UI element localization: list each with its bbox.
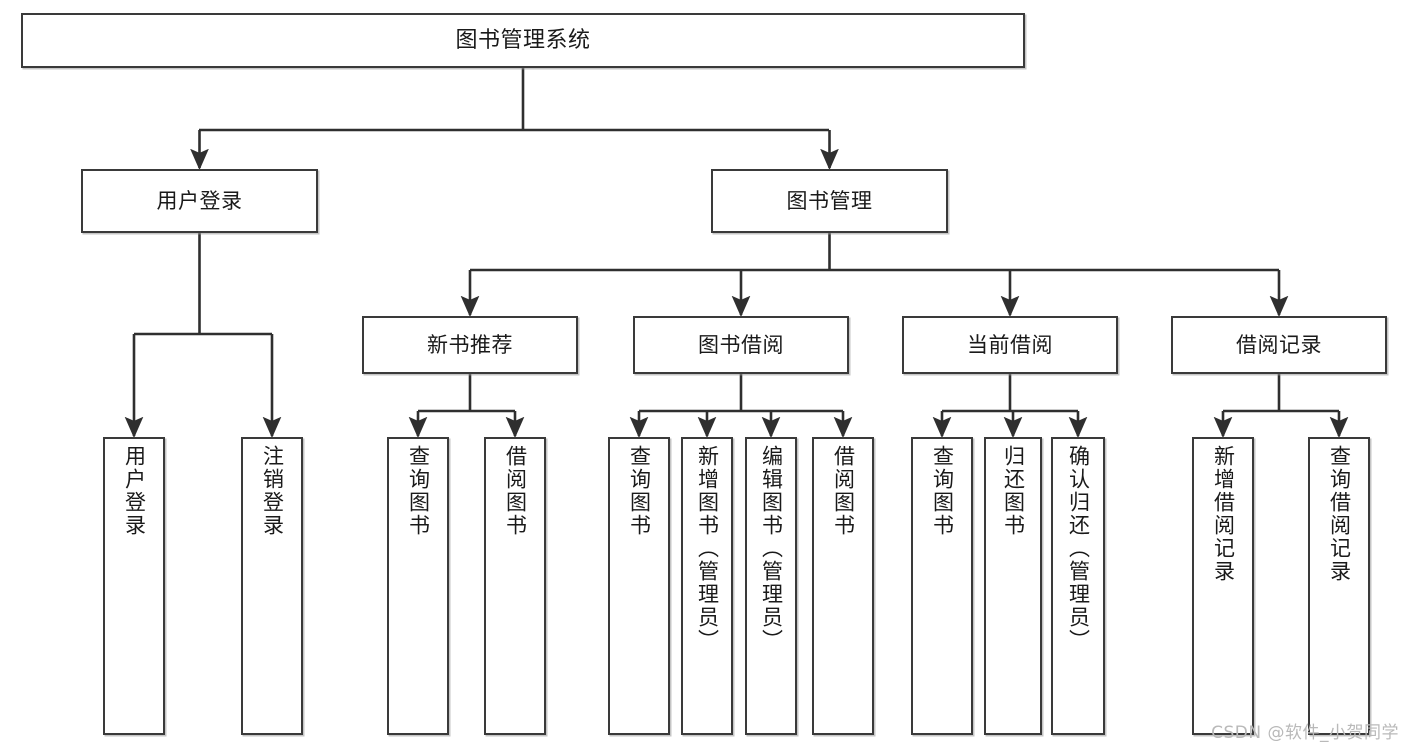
watermark-text: CSDN @软件_小贺同学 <box>1211 723 1399 743</box>
node-label: 编辑图书（管理员） <box>759 445 784 652</box>
node-leaf_bor_3[interactable]: 编辑图书（管理员） <box>745 437 797 735</box>
node-label: 图书借阅 <box>698 332 784 357</box>
node-label: 用户登录 <box>122 445 147 537</box>
node-label: 借阅图书 <box>503 445 528 537</box>
node-borrow[interactable]: 图书借阅 <box>633 316 849 374</box>
node-current[interactable]: 当前借阅 <box>902 316 1118 374</box>
node-leaf_bor_4[interactable]: 借阅图书 <box>812 437 874 735</box>
node-leaf_login_1[interactable]: 用户登录 <box>103 437 165 735</box>
node-label: 图书管理系统 <box>455 27 591 53</box>
node-label: 归还图书 <box>1001 445 1026 537</box>
node-leaf_cur_2[interactable]: 归还图书 <box>984 437 1042 735</box>
node-leaf_rec_1[interactable]: 新增借阅记录 <box>1192 437 1254 735</box>
node-newbook[interactable]: 新书推荐 <box>362 316 578 374</box>
node-label: 确认归还（管理员） <box>1066 445 1091 652</box>
node-label: 新书推荐 <box>427 332 513 357</box>
node-label: 新增图书（管理员） <box>695 445 720 652</box>
node-leaf_login_2[interactable]: 注销登录 <box>241 437 303 735</box>
node-label: 当前借阅 <box>967 332 1053 357</box>
node-bookmgmt[interactable]: 图书管理 <box>711 169 948 233</box>
node-leaf_new_2[interactable]: 借阅图书 <box>484 437 546 735</box>
node-label: 查询图书 <box>627 445 652 537</box>
node-label: 查询图书 <box>406 445 431 537</box>
node-label: 图书管理 <box>786 188 873 213</box>
node-label: 借阅记录 <box>1236 332 1322 357</box>
node-root[interactable]: 图书管理系统 <box>21 13 1025 68</box>
node-label: 注销登录 <box>260 445 285 537</box>
node-leaf_rec_2[interactable]: 查询借阅记录 <box>1308 437 1370 735</box>
node-records[interactable]: 借阅记录 <box>1171 316 1387 374</box>
node-label: 用户登录 <box>156 188 243 213</box>
node-login[interactable]: 用户登录 <box>81 169 318 233</box>
node-leaf_bor_1[interactable]: 查询图书 <box>608 437 670 735</box>
node-label: 借阅图书 <box>831 445 856 537</box>
node-leaf_cur_3[interactable]: 确认归还（管理员） <box>1051 437 1105 735</box>
node-leaf_cur_1[interactable]: 查询图书 <box>911 437 973 735</box>
node-leaf_new_1[interactable]: 查询图书 <box>387 437 449 735</box>
node-label: 新增借阅记录 <box>1211 445 1236 583</box>
node-label: 查询图书 <box>930 445 955 537</box>
node-label: 查询借阅记录 <box>1327 445 1352 583</box>
node-leaf_bor_2[interactable]: 新增图书（管理员） <box>681 437 733 735</box>
